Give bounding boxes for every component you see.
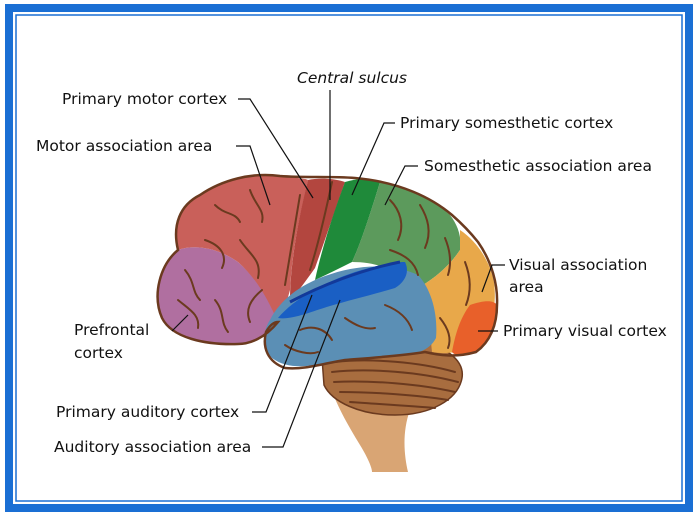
label-visual-association-line2: area <box>509 278 544 296</box>
somesthetic-association-region <box>352 182 461 288</box>
label-auditory-association-area: Auditory association area <box>54 438 251 456</box>
primary-motor-region <box>290 178 345 300</box>
label-somesthetic-association-area: Somesthetic association area <box>424 157 652 175</box>
leader-lines <box>171 90 505 448</box>
label-primary-auditory-cortex: Primary auditory cortex <box>56 403 239 421</box>
label-visual-association-line1: Visual association <box>509 256 647 274</box>
sylvian-fissure <box>289 260 401 304</box>
label-primary-motor-cortex: Primary motor cortex <box>62 90 227 108</box>
primary-auditory-region <box>278 262 407 319</box>
auditory-association-region <box>264 266 437 367</box>
label-primary-somesthetic-cortex: Primary somesthetic cortex <box>400 114 613 132</box>
prefrontal-region <box>157 247 278 345</box>
diagram-inner-border <box>15 14 683 502</box>
label-motor-association-area: Motor association area <box>36 137 212 155</box>
cerebrum-outline <box>156 173 499 370</box>
label-central-sulcus: Central sulcus <box>297 69 407 87</box>
cerebellum-folds <box>331 359 459 409</box>
label-prefrontal-line1: Prefrontal <box>74 321 149 339</box>
cortex-folds <box>177 181 471 355</box>
label-prefrontal-line2: cortex <box>74 344 123 362</box>
primary-somesthetic-region <box>315 179 380 280</box>
label-primary-visual-cortex: Primary visual cortex <box>503 322 667 340</box>
motor-association-region <box>176 174 308 322</box>
diagram-border <box>5 4 693 512</box>
